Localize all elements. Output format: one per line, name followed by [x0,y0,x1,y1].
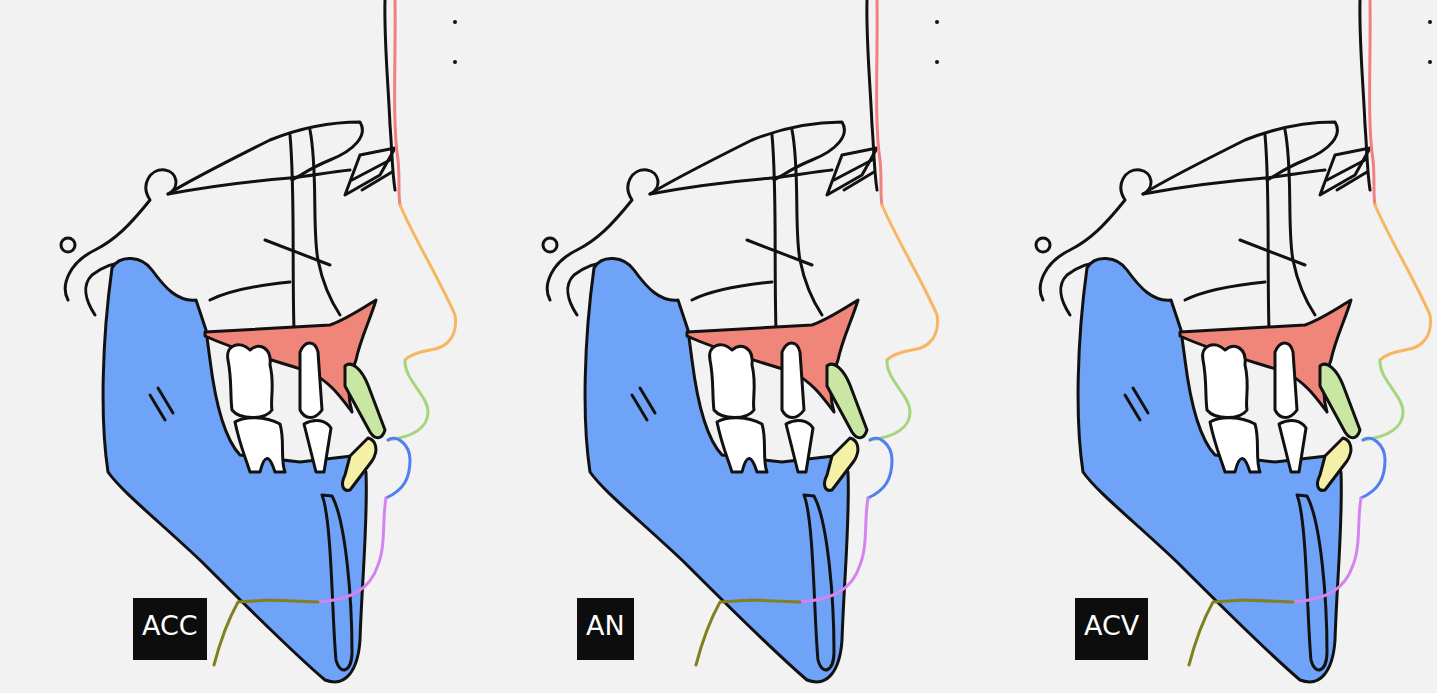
panel-label: ACC [133,598,207,660]
label-text: AN [586,610,625,641]
tracing-panel [61,0,457,682]
panel-label: AN [577,598,634,660]
panel-label: ACV [1075,598,1148,660]
tracing-panel [1036,0,1432,682]
label-text: ACC [142,610,198,641]
tracing-panel [543,0,939,682]
label-text: ACV [1084,610,1139,641]
